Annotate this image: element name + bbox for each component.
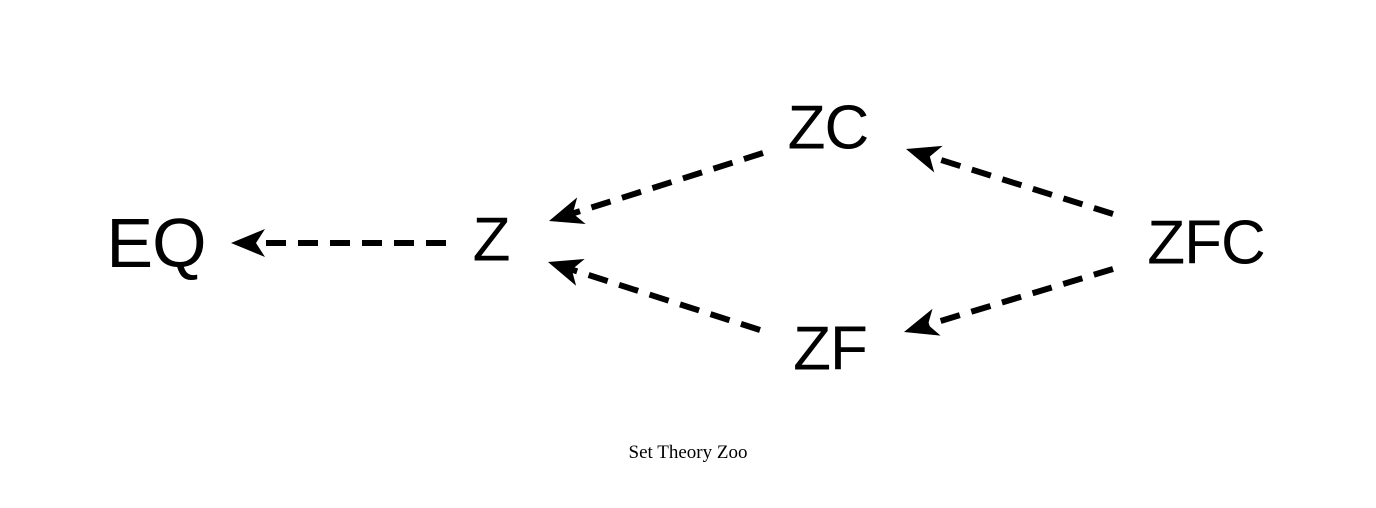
node-zfc: ZFC <box>1147 208 1265 277</box>
arrowhead-ZC-Z <box>549 197 586 225</box>
arrowhead-ZFC-ZF <box>904 308 941 336</box>
edge-layer <box>231 145 1114 336</box>
node-z: Z <box>473 205 510 274</box>
node-layer: EQ Z ZC ZF ZFC <box>106 93 1265 383</box>
node-eq: EQ <box>106 204 205 282</box>
node-zf: ZF <box>793 314 867 383</box>
caption: Set Theory Zoo <box>628 442 748 463</box>
node-zc: ZC <box>788 93 869 162</box>
arrowhead-ZF-Z <box>548 259 585 286</box>
edge-ZF-Z <box>570 266 761 333</box>
edge-ZFC-ZF <box>927 266 1114 328</box>
arrowhead-Z-EQ <box>231 229 265 257</box>
edge-ZC-Z <box>571 150 764 217</box>
arrowhead-ZFC-ZC <box>906 145 943 173</box>
edge-ZFC-ZC <box>928 153 1114 217</box>
